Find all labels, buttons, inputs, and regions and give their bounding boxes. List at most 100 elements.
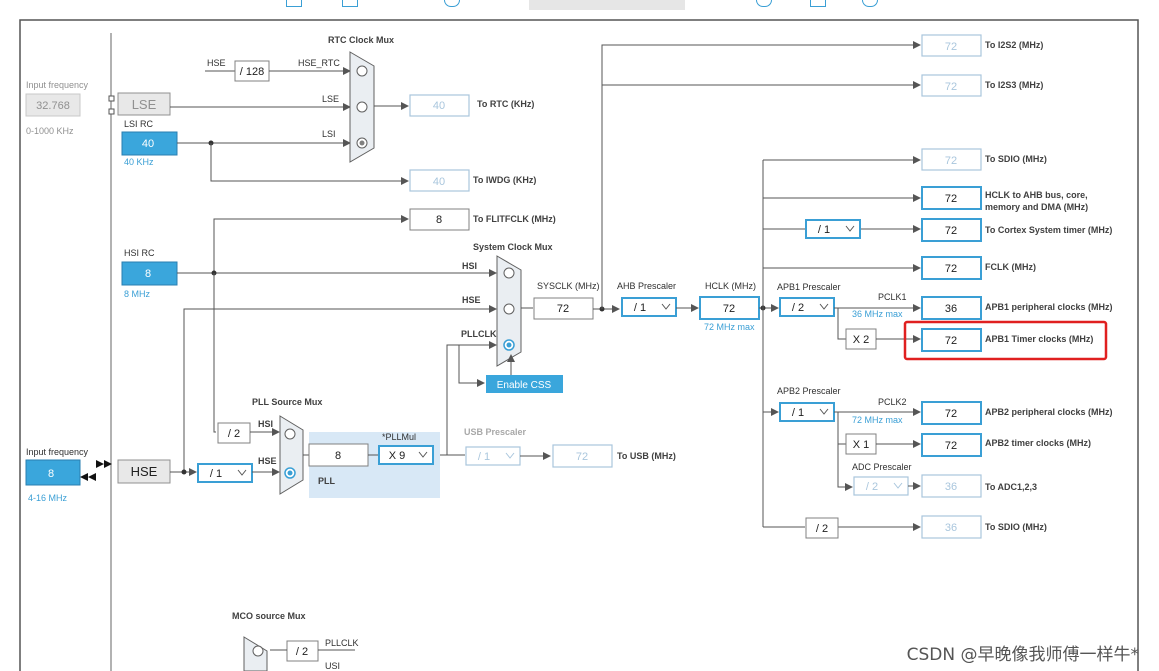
hse-prediv-select[interactable] xyxy=(197,463,253,483)
sdio-bottom-output-value: 36 xyxy=(945,522,957,534)
flitf-output-box[interactable] xyxy=(409,208,470,231)
sdio-top-output-box[interactable] xyxy=(921,148,982,171)
pllmul-chevron-down-icon xyxy=(418,451,428,458)
pll-hsi-div-block xyxy=(217,422,251,444)
rtc-mux-radio-lsi-dot xyxy=(359,140,365,146)
rtc-output-box[interactable] xyxy=(409,94,470,117)
lse-pin-top xyxy=(108,95,115,102)
sysclk-label: SYSCLK (MHz) xyxy=(537,281,600,291)
lse-range-label: 0-1000 KHz xyxy=(26,126,74,136)
i2s2-output-value: 72 xyxy=(945,41,957,53)
toolbar-icon-1[interactable] xyxy=(286,0,302,7)
rtc-mux-title: RTC Clock Mux xyxy=(328,35,394,45)
apb2-timer-label: APB2 timer clocks (MHz) xyxy=(985,438,1091,448)
mco-div-value: / 2 xyxy=(296,646,308,658)
sysmux-pllclk-label: PLLCLK xyxy=(461,329,497,339)
cortex-prescaler-select[interactable] xyxy=(805,219,861,239)
hse-osc-out-arrow xyxy=(80,473,96,481)
pll-label: PLL xyxy=(318,476,336,486)
mco-usi-label: USI xyxy=(325,661,340,671)
lse-pin-bottom xyxy=(108,108,115,115)
sysmux-radio-hsi[interactable] xyxy=(503,267,515,279)
apb1-timer-output-box[interactable] xyxy=(921,328,982,352)
apb2-periph-output-box[interactable] xyxy=(921,401,982,425)
i2s3-output-value: 72 xyxy=(945,81,957,93)
pll-hsi-div-value: / 2 xyxy=(228,428,240,440)
lse-frequency-input[interactable] xyxy=(25,93,81,117)
iwdg-output-box[interactable] xyxy=(409,169,470,192)
pllmul-select[interactable] xyxy=(378,445,434,465)
mco-source-mux-title: MCO source Mux xyxy=(232,611,306,621)
pll-mux-radio-hsi[interactable] xyxy=(284,428,296,440)
apb1-to-x2-line xyxy=(837,308,846,340)
rtc-mux-radio-hse[interactable] xyxy=(356,65,368,77)
usb-output-box[interactable] xyxy=(552,444,613,468)
to-iwdg-label: To IWDG (KHz) xyxy=(473,175,536,185)
apb1-timer-label: APB1 Timer clocks (MHz) xyxy=(985,334,1093,344)
hclk-ahb-output-box[interactable] xyxy=(921,186,982,210)
ahb-prescaler-select[interactable] xyxy=(621,297,677,317)
apb2-chevron-down-icon xyxy=(819,408,829,415)
sdio-div-block xyxy=(805,517,839,539)
hclk-max-note: 72 MHz max xyxy=(704,322,755,332)
hsi-rc-note: 8 MHz xyxy=(124,289,151,299)
hsi-rc-label: HSI RC xyxy=(124,248,155,258)
rtc-lsi-label: LSI xyxy=(322,129,336,139)
pll-input-value: 8 xyxy=(335,450,341,462)
lsi-rc-label: LSI RC xyxy=(124,119,154,129)
usb-chevron-down-icon xyxy=(505,452,515,459)
i2s3-output-box[interactable] xyxy=(921,74,982,97)
hse-frequency-input[interactable] xyxy=(25,459,81,486)
rtc-mux-radio-lse[interactable] xyxy=(356,101,368,113)
enable-css-button[interactable] xyxy=(486,375,563,393)
diagram-frame xyxy=(19,19,1139,671)
sdio-div-value: / 2 xyxy=(816,523,828,535)
hse-frequency-value: 8 xyxy=(48,468,54,480)
lse-block[interactable] xyxy=(117,92,171,116)
sysclk-value: 72 xyxy=(557,303,569,315)
toolbar-icon-5[interactable] xyxy=(810,0,826,7)
apb1-x2-value: X 2 xyxy=(853,334,870,346)
sysmux-radio-hse[interactable] xyxy=(503,303,515,315)
fclk-output-box[interactable] xyxy=(921,256,982,280)
apb2-timer-output-value: 72 xyxy=(945,440,957,452)
adc-prescaler-label: ADC Prescaler xyxy=(852,462,912,472)
apb1-periph-output-box[interactable] xyxy=(921,296,982,320)
iwdg-output-value: 40 xyxy=(433,176,445,188)
hse-to-sysmux-line xyxy=(183,305,497,472)
system-clock-mux-title: System Clock Mux xyxy=(473,242,553,252)
apb1-periph-label: APB1 peripheral clocks (MHz) xyxy=(985,302,1113,312)
hsi-rc-value: 8 xyxy=(145,268,151,280)
usb-prescaler-value: / 1 xyxy=(478,451,490,463)
pclk2-label: PCLK2 xyxy=(878,397,907,407)
sysmux-hse-label: HSE xyxy=(462,295,481,305)
pll-source-mux-title: PLL Source Mux xyxy=(252,397,322,407)
cortex-output-box[interactable] xyxy=(921,218,982,242)
adc-output-box[interactable] xyxy=(921,474,982,498)
apb1-timer-output-value: 72 xyxy=(945,335,957,347)
hse-prediv-value: / 1 xyxy=(210,468,222,480)
sdio-top-output-value: 72 xyxy=(945,155,957,167)
hclk-value: 72 xyxy=(723,303,735,315)
toolbar-icon-2[interactable] xyxy=(342,0,358,7)
mco-div-block xyxy=(286,640,319,662)
i2s2-output-box[interactable] xyxy=(921,34,982,57)
cortex-label: To Cortex System timer (MHz) xyxy=(985,225,1112,235)
to-usb-label: To USB (MHz) xyxy=(617,451,676,461)
sdio-bottom-output-box[interactable] xyxy=(921,515,982,539)
resolve-clock-issues-tab[interactable] xyxy=(529,0,685,10)
rtc-lse-label: LSE xyxy=(322,94,339,104)
pllmul-value: X 9 xyxy=(389,450,406,462)
apb2-prescaler-label: APB2 Prescaler xyxy=(777,386,841,396)
mco-mux-radio-pllclk[interactable] xyxy=(252,645,264,657)
to-i2s3-label: To I2S3 (MHz) xyxy=(985,80,1043,90)
hclk-ahb-label: HCLK to AHB bus, core, xyxy=(985,190,1088,200)
cortex-chevron-down-icon xyxy=(845,225,855,232)
apb2-timer-output-box[interactable] xyxy=(921,433,982,457)
apb1-prescaler-select[interactable] xyxy=(779,297,835,317)
pll-mux-radio-hse-dot xyxy=(287,470,293,476)
to-sdio-top-label: To SDIO (MHz) xyxy=(985,154,1047,164)
mco-pllclk-label: PLLCLK xyxy=(325,638,359,648)
apb2-periph-output-value: 72 xyxy=(945,408,957,420)
